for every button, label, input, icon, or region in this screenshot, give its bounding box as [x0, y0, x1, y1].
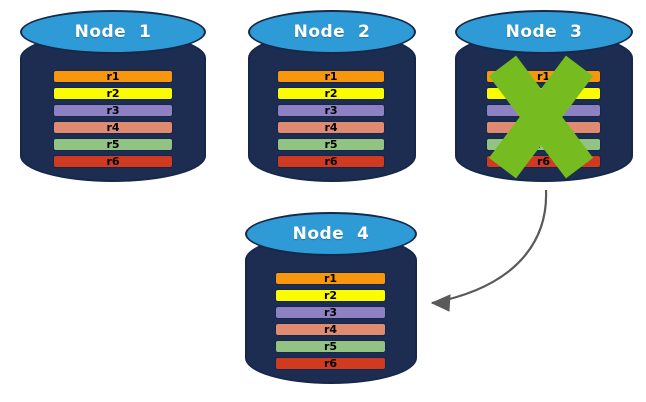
node-1-row-r4[interactable]: r4	[53, 121, 173, 134]
node-1-label: Node 1	[74, 22, 152, 42]
node-3-top-ellipse	[455, 10, 633, 54]
node-3-row-r6[interactable]: r6	[486, 155, 601, 168]
node-4-top-ellipse	[245, 212, 417, 256]
node-3-row-r5[interactable]: r5	[486, 138, 601, 151]
node-1-row-r3[interactable]: r3	[53, 104, 173, 117]
node-1-top-ellipse	[20, 10, 206, 54]
node-2-row-r5[interactable]: r5	[277, 138, 385, 151]
node-1-row-r5[interactable]: r5	[53, 138, 173, 151]
node-3-row-r3[interactable]: r3	[486, 104, 601, 117]
node-4-row-r1[interactable]: r1	[275, 272, 386, 285]
node-2-row-r2[interactable]: r2	[277, 87, 385, 100]
node-1-row-r2[interactable]: r2	[53, 87, 173, 100]
node-2-top-ellipse	[248, 10, 416, 54]
node-2-row-r4[interactable]: r4	[277, 121, 385, 134]
node-4[interactable]: r1 r2 r3 r4 r5 r6 Node 4	[245, 212, 417, 384]
node-1[interactable]: r1 r2 r3 r4 r5 r6 Node 1	[20, 10, 206, 182]
node-4-row-r5[interactable]: r5	[275, 340, 386, 353]
node-3-row-r2[interactable]: r2	[486, 87, 601, 100]
node-4-label: Node 4	[292, 224, 370, 244]
node-3-row-r1[interactable]: r1	[486, 70, 601, 83]
node-2[interactable]: r1 r2 r3 r4 r5 r6 Node 2	[248, 10, 416, 182]
node-1-row-r6[interactable]: r6	[53, 155, 173, 168]
node-4-row-r4[interactable]: r4	[275, 323, 386, 336]
node-4-row-r6[interactable]: r6	[275, 357, 386, 370]
node-4-row-r3[interactable]: r3	[275, 306, 386, 319]
node-4-row-r2[interactable]: r2	[275, 289, 386, 302]
node-2-label: Node 2	[293, 22, 371, 42]
arrow-head	[430, 294, 451, 312]
node-2-row-r6[interactable]: r6	[277, 155, 385, 168]
node-2-row-r3[interactable]: r3	[277, 104, 385, 117]
arrow-curve	[431, 189, 548, 305]
node-3-row-r4[interactable]: r4	[486, 121, 601, 134]
node-3-label: Node 3	[505, 22, 583, 42]
node-2-row-r1[interactable]: r1	[277, 70, 385, 83]
node-1-row-r1[interactable]: r1	[53, 70, 173, 83]
node-3[interactable]: r1 r2 r3 r4 r5 r6 Node 3	[455, 10, 633, 182]
